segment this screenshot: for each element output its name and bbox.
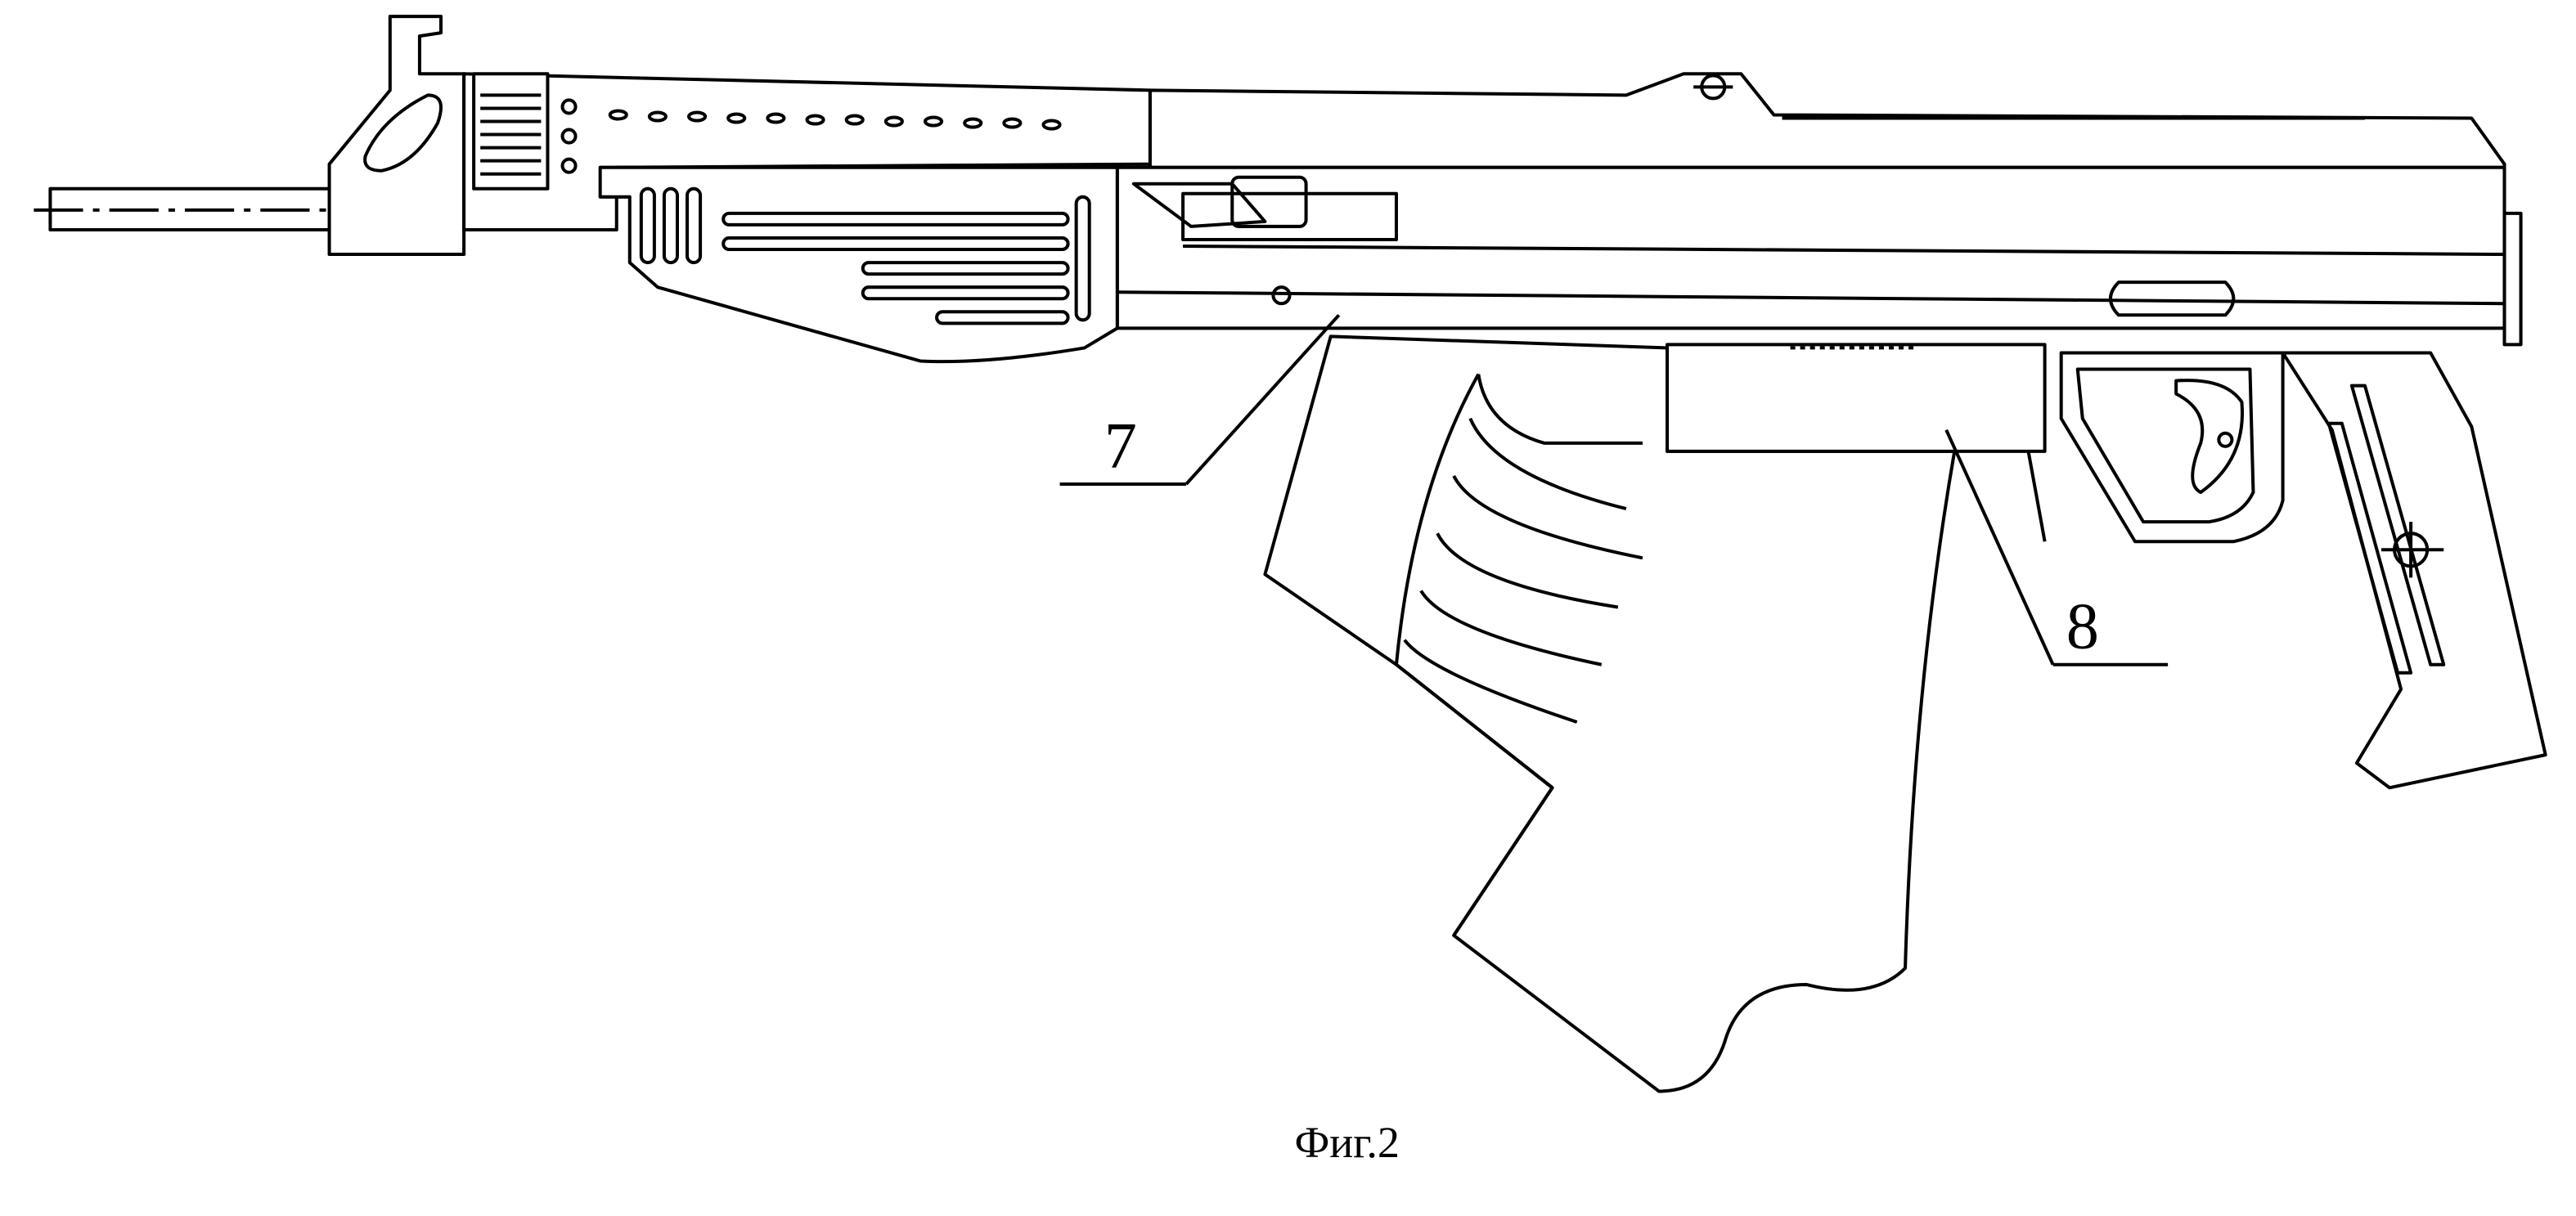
callout-8: 8 (1944, 429, 2169, 666)
label-8: 8 (2066, 590, 2099, 663)
gas-tube (462, 72, 1152, 231)
figure-caption: Фиг.2 (1294, 1118, 1400, 1167)
label-7: 7 (1104, 410, 1137, 482)
callout-7: 7 (1059, 313, 1341, 486)
receiver (1115, 165, 2523, 347)
magazine-well (1666, 343, 2047, 542)
barrel (34, 186, 354, 231)
magazine (1263, 334, 1957, 1093)
pistol-grip (2281, 351, 2547, 790)
trigger-group (2059, 351, 2285, 544)
front-sight (327, 15, 466, 257)
lower-handguard (598, 165, 1119, 364)
